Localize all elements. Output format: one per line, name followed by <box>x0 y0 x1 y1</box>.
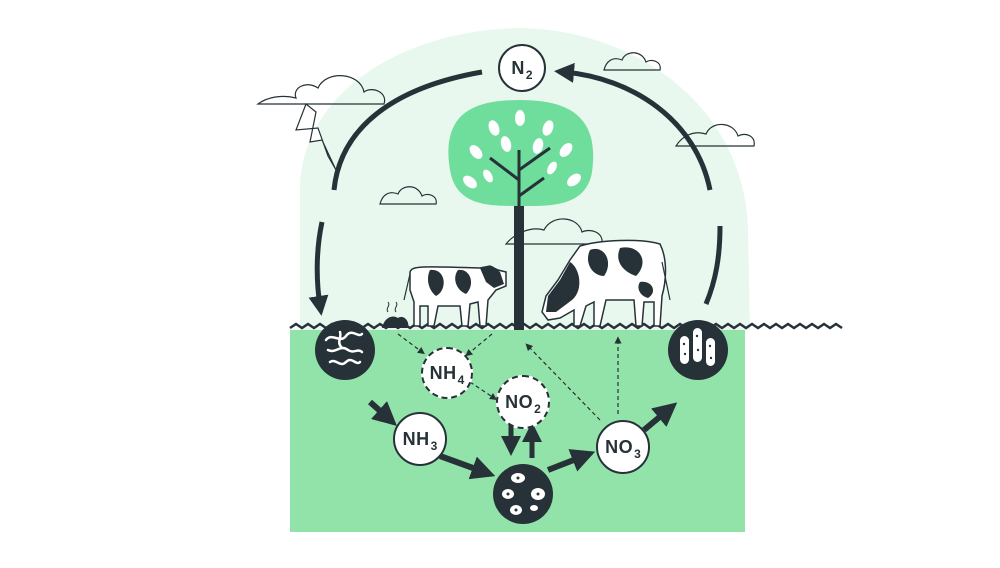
decomposer-worms-icon <box>315 320 375 380</box>
nh3-label: NH <box>402 428 430 449</box>
dashed-arrows <box>397 333 622 421</box>
cow-small-illustration <box>403 265 507 327</box>
arrow-up-from-bacteria <box>703 225 723 305</box>
cloud-icon-middle <box>379 186 437 205</box>
cow-large-illustration <box>541 239 671 327</box>
tree-illustration <box>448 100 594 330</box>
nitrifying-bacteria-icon <box>493 464 553 524</box>
arrow-bacteria-to-n2 <box>554 62 713 191</box>
arrow-nh3-to-bacteria <box>438 453 496 480</box>
arrow-bacteria-to-no3 <box>546 449 596 473</box>
n2-subscript: 2 <box>525 68 533 82</box>
nh4-label: NH <box>429 362 457 383</box>
cloud-icon-right <box>674 123 755 147</box>
nh4-subscript: 4 <box>457 373 465 387</box>
no2-label: NO <box>505 391 534 412</box>
arrow-decomposers-to-nh3 <box>368 399 397 426</box>
bacteria-rods-icon <box>668 320 728 380</box>
nh3-subscript: 3 <box>430 439 438 453</box>
n2-label: N <box>511 57 525 78</box>
no2-subscript: 2 <box>534 402 541 416</box>
no3-label: NO <box>605 436 634 457</box>
cloud-icon <box>256 75 386 105</box>
cloud-icon-small-right <box>603 52 661 71</box>
arrow-down-to-decomposers <box>308 221 329 316</box>
arrow-n2-to-soil <box>331 69 483 191</box>
ground-grass-line <box>289 322 843 330</box>
arrow-no3-to-bacteria-right <box>642 402 678 433</box>
dung-icon <box>382 301 409 328</box>
no3-subscript: 3 <box>634 447 641 461</box>
